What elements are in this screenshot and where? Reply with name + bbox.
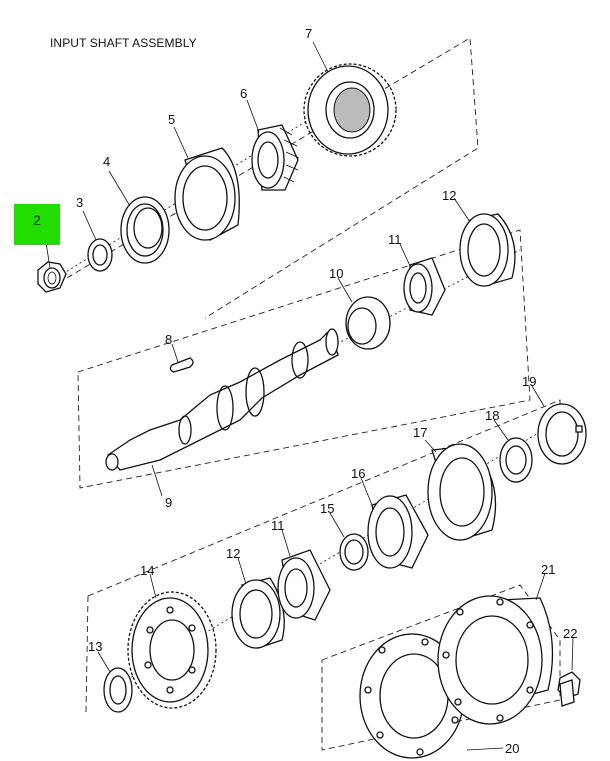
callout-21: 21 <box>541 562 555 577</box>
callout-22: 22 <box>563 626 577 641</box>
part-8-key[interactable] <box>169 357 194 373</box>
callout-12-lower: 12 <box>226 546 240 561</box>
callout-9: 9 <box>165 495 172 510</box>
callout-3: 3 <box>76 195 83 210</box>
part-19-snap-ring[interactable] <box>537 403 587 465</box>
callout-11-upper: 11 <box>388 232 402 247</box>
callout-11-lower: 11 <box>271 518 285 533</box>
part-17-bearing-cup[interactable] <box>427 443 497 541</box>
diagram-title: INPUT SHAFT ASSEMBLY <box>50 36 197 50</box>
part-15-spacer[interactable] <box>339 533 369 571</box>
part-16-bearing-cone[interactable] <box>367 494 429 569</box>
callout-19: 19 <box>522 374 536 389</box>
callout-2: 2 <box>33 212 41 228</box>
part-13-washer[interactable] <box>103 667 133 713</box>
part-12-bearing-cup-upper[interactable] <box>459 213 516 287</box>
part-21-bearing-cover[interactable] <box>437 595 554 725</box>
callout-13: 13 <box>88 639 102 654</box>
callout-15: 15 <box>320 501 334 516</box>
callout-2-highlight[interactable]: 2 <box>14 204 60 245</box>
callout-4: 4 <box>103 154 110 169</box>
part-9-input-shaft[interactable] <box>105 328 339 471</box>
callout-8: 8 <box>165 332 172 347</box>
callout-20: 20 <box>505 741 519 756</box>
part-14-gear[interactable] <box>127 591 217 709</box>
part-4-seal[interactable] <box>120 196 170 264</box>
part-6-bearing-cone[interactable] <box>251 124 300 191</box>
callout-18: 18 <box>485 408 499 423</box>
part-22-bolt[interactable] <box>557 671 581 707</box>
callout-5: 5 <box>168 112 175 127</box>
callout-10: 10 <box>329 266 343 281</box>
callout-6: 6 <box>240 86 247 101</box>
callout-7: 7 <box>305 26 312 41</box>
part-2-nut[interactable] <box>37 261 67 293</box>
part-3-washer[interactable] <box>87 238 113 272</box>
callout-16: 16 <box>351 466 365 481</box>
callout-12-upper: 12 <box>442 188 456 203</box>
callout-14: 14 <box>140 563 154 578</box>
part-11-bearing-cone-upper[interactable] <box>403 257 446 316</box>
group-outline-middle <box>77 229 531 489</box>
leader-lines <box>44 41 574 751</box>
callout-17: 17 <box>413 425 427 440</box>
part-18-washer[interactable] <box>499 437 533 483</box>
part-10-bearing[interactable] <box>345 296 391 350</box>
part-5-bearing-cup[interactable] <box>174 147 240 241</box>
part-12-bearing-cup-lower[interactable] <box>231 577 285 649</box>
part-11-bearing-cone-lower[interactable] <box>277 549 331 621</box>
part-7-input-gear[interactable] <box>303 63 397 157</box>
